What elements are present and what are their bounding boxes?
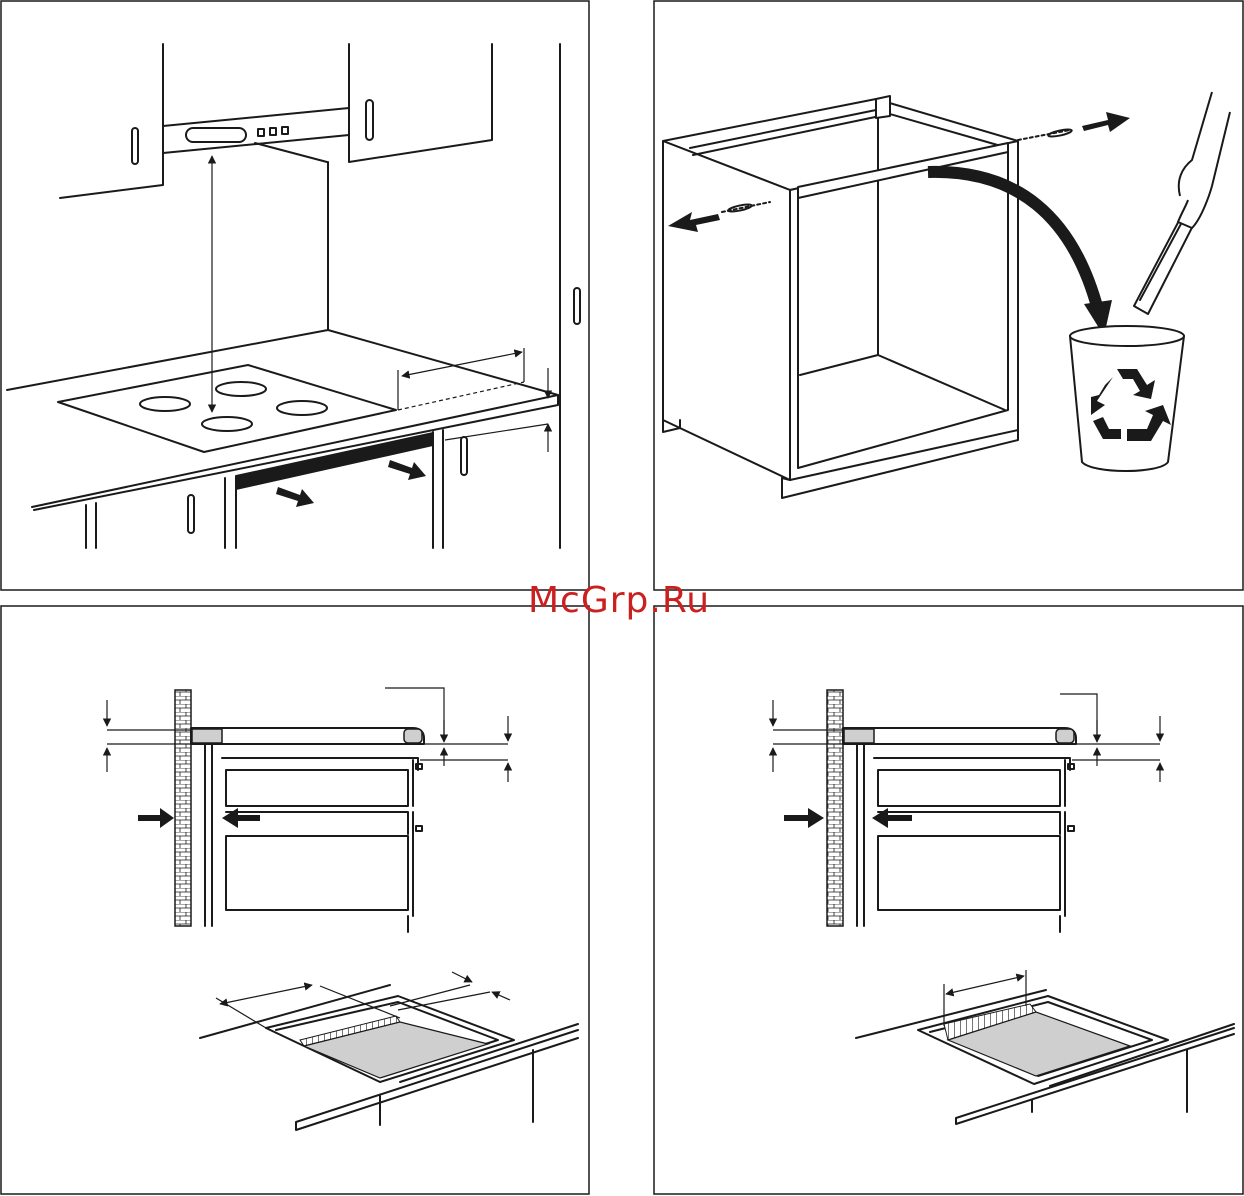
panel-hob-clearance <box>1 1 589 590</box>
recycle-bin <box>1070 326 1184 471</box>
worktop-section <box>843 728 1076 744</box>
panel-frame <box>1 1 589 590</box>
panel-frame <box>1 606 589 1194</box>
panel-frame <box>654 606 1243 1194</box>
panel-remove-rail <box>654 1 1243 590</box>
panel-section-a <box>1 606 589 1194</box>
brick-wall <box>827 690 843 926</box>
panel-section-b <box>654 606 1243 1194</box>
cabinet-carcass <box>663 96 1018 498</box>
brick-wall <box>175 690 191 926</box>
worktop-section <box>191 728 424 744</box>
watermark-text: McGrp.Ru <box>528 580 710 621</box>
